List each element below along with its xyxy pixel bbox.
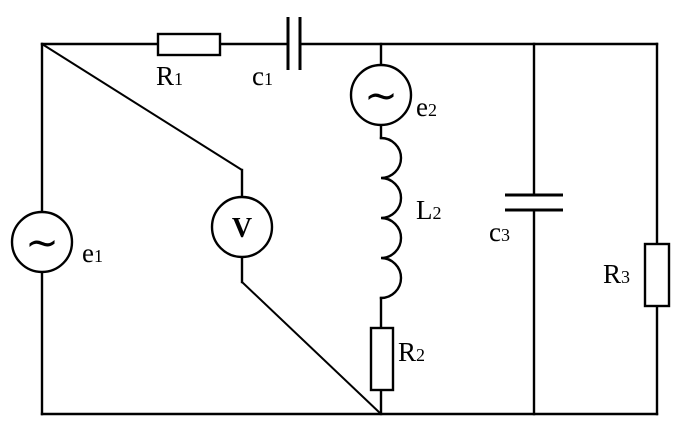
voltage-source-e1: ~ e1	[10, 210, 103, 274]
voltmeter: V	[210, 195, 274, 259]
wires	[40, 42, 659, 416]
svg-text:L2: L2	[416, 195, 442, 225]
r1-subscript: 1	[174, 69, 183, 89]
svg-text:R1: R1	[156, 61, 183, 91]
e2-tilde-icon: ~	[364, 73, 398, 119]
r2-subscript: 2	[416, 345, 425, 365]
r3-letter: R	[603, 259, 621, 289]
capacitor-c1: c1	[252, 17, 302, 91]
l2-letter: L	[416, 195, 433, 225]
c1-subscript: 1	[264, 69, 273, 89]
svg-text:c1: c1	[252, 61, 273, 91]
e1-subscript: 1	[94, 246, 103, 266]
svg-text:e2: e2	[416, 92, 437, 122]
svg-text:R3: R3	[603, 259, 630, 289]
c3-letter: c	[489, 217, 501, 247]
svg-text:R2: R2	[398, 337, 425, 367]
l2-subscript: 2	[433, 203, 442, 223]
inductor-l2: L2	[379, 136, 442, 300]
resistor-r1: R1	[156, 32, 222, 91]
capacitor-c3: c3	[489, 193, 563, 247]
r2-letter: R	[398, 337, 416, 367]
resistor-r3: R3	[603, 242, 671, 308]
svg-text:c3: c3	[489, 217, 510, 247]
e2-letter: e	[416, 92, 428, 122]
voltmeter-letter: V	[232, 213, 252, 244]
voltage-source-e2: ~ e2	[349, 63, 437, 127]
resistor-r2: R2	[369, 326, 425, 392]
c1-letter: c	[252, 61, 264, 91]
e1-tilde-icon: ~	[25, 220, 59, 266]
e2-subscript: 2	[428, 100, 437, 120]
r3-subscript: 3	[621, 267, 630, 287]
e1-letter: e	[82, 238, 94, 268]
c3-subscript: 3	[501, 225, 510, 245]
svg-text:e1: e1	[82, 238, 103, 268]
r1-letter: R	[156, 61, 174, 91]
